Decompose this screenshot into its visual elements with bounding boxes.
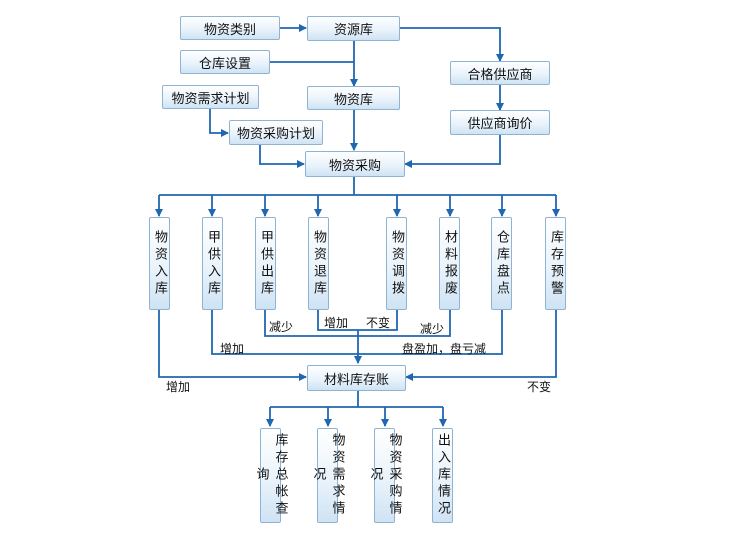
node-material-lib: 物资库	[307, 86, 400, 110]
node-return: 物资退库	[308, 217, 329, 310]
label-unchanged-transfer: 不变	[366, 316, 391, 330]
node-transfer: 物资调拨	[386, 217, 407, 310]
node-purchase-plan: 物资采购计划	[229, 120, 323, 145]
label-increase-return: 增加	[324, 316, 349, 330]
label-decrease-scrap: 减少	[420, 322, 445, 336]
node-scrap: 材料报废	[439, 217, 460, 310]
node-report-general-ledger: 库存总帐查询	[254, 428, 288, 523]
node-inventory-check: 仓库盘点	[491, 217, 512, 310]
node-report-inout: 出入库情况	[432, 428, 453, 523]
node-supplier-inquiry: 供应商询价	[450, 110, 550, 135]
node-qualified-supplier: 合格供应商	[450, 61, 550, 85]
node-warehouse-setup: 仓库设置	[180, 50, 270, 74]
node-resource-lib: 资源库	[307, 16, 400, 41]
node-category: 物资类别	[180, 16, 280, 40]
label-surplus-loss: 盘盈加，盘亏减	[402, 342, 487, 356]
node-inbound: 物资入库	[149, 217, 170, 310]
node-stock-alert: 库存预警	[545, 217, 566, 310]
label-increase-supplied: 增加	[220, 342, 245, 356]
edge-demand-plan	[209, 109, 229, 137]
edge-resource-supplier	[400, 27, 504, 62]
label-unchanged-alert: 不变	[527, 380, 552, 394]
edge-inquiry-purchase	[404, 135, 501, 168]
node-report-demand: 物资需求情况	[311, 428, 345, 523]
label-decrease-outbound: 减少	[269, 320, 294, 334]
node-purchase: 物资采购	[305, 151, 405, 177]
node-supplied-inbound: 甲供入库	[202, 217, 223, 310]
node-report-purchase: 物资采购情况	[368, 428, 402, 523]
label-increase-inbound: 增加	[166, 380, 191, 394]
node-supplied-outbound: 甲供出库	[255, 217, 276, 310]
node-demand-plan: 物资需求计划	[162, 85, 259, 109]
node-ledger: 材料库存账	[307, 365, 406, 391]
edge-plan-purchase	[259, 145, 305, 168]
